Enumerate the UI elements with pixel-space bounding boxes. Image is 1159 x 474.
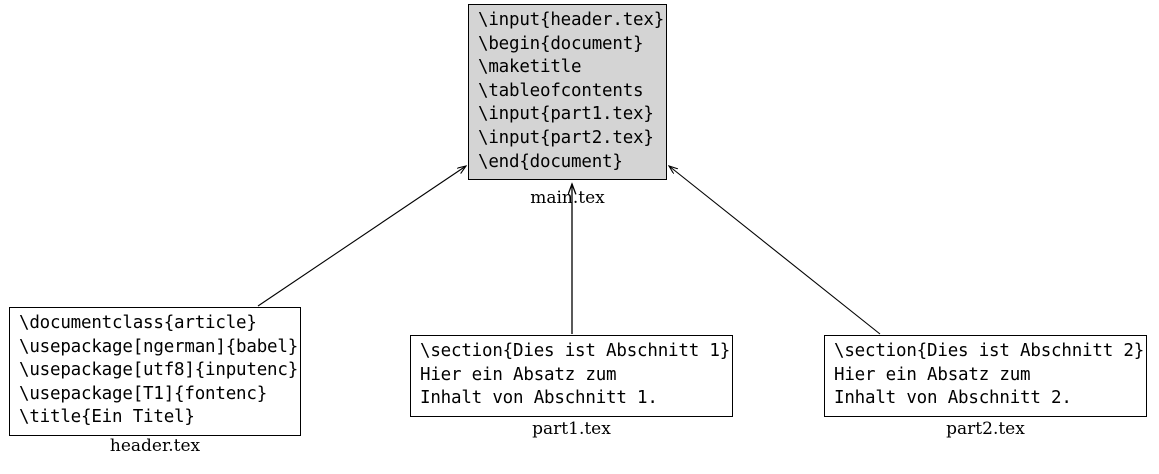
code-line: \section{Dies ist Abschnitt 2} [834, 341, 1145, 361]
code-line: \tableofcontents [478, 80, 644, 101]
code-line: \end{document} [478, 151, 623, 172]
code-line: \title{Ein Titel} [19, 407, 195, 428]
node-part2-tex[interactable]: \section{Dies ist Abschnitt 2} Hier ein … [824, 335, 1147, 417]
code-line: Inhalt von Abschnitt 1. [420, 388, 658, 409]
edge-header-to-main [257, 166, 466, 307]
node-label-part1-tex: part1.tex [532, 419, 611, 439]
node-main-tex[interactable]: \input{header.tex} \begin{document} \mak… [468, 4, 667, 181]
code-line: \input{part2.tex} [478, 127, 654, 148]
node-label-part2-tex: part2.tex [946, 419, 1025, 439]
code-line: \usepackage[ngerman]{babel} [19, 336, 299, 357]
edge-part2-to-main [669, 166, 881, 335]
code-line: \input{part1.tex} [478, 104, 654, 125]
code-line: \maketitle [478, 57, 582, 78]
node-part1-tex[interactable]: \section{Dies ist Abschnitt 1} Hier ein … [410, 335, 733, 417]
code-line: Hier ein Absatz zum [420, 364, 617, 385]
node-label-header-tex: header.tex [109, 436, 201, 456]
node-header-tex[interactable]: \documentclass{article} \usepackage[nger… [9, 307, 301, 436]
node-label-main-tex: main.tex [530, 188, 605, 208]
code-line: \documentclass{article} [19, 313, 257, 333]
code-line: \begin{document} [478, 33, 644, 54]
code-line: \usepackage[utf8]{inputenc} [19, 360, 299, 381]
code-line: \usepackage[T1]{fontenc} [19, 383, 268, 404]
code-line: Hier ein Absatz zum [834, 364, 1031, 385]
code-line: \input{header.tex} [478, 10, 665, 30]
code-line: \section{Dies ist Abschnitt 1} [420, 341, 731, 361]
code-line: Inhalt von Abschnitt 2. [834, 388, 1072, 409]
